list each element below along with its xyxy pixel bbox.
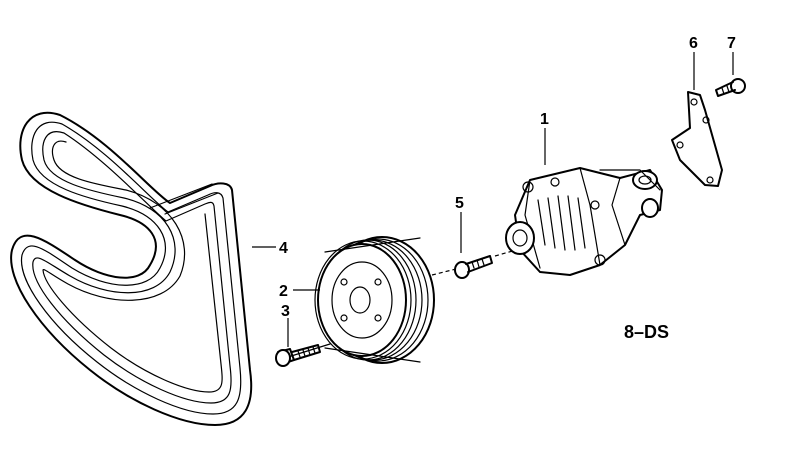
pump-bolt — [431, 249, 517, 279]
callout-5: 5 — [455, 195, 464, 212]
steering-pump — [505, 167, 663, 276]
callout-7: 7 — [727, 35, 736, 52]
callout-3: 3 — [281, 303, 290, 320]
bracket-bolt — [715, 78, 746, 97]
mounting-bracket — [671, 91, 723, 187]
pulley-bolt — [275, 343, 331, 367]
callout-1: 1 — [540, 111, 549, 128]
diagram-code: 8–DS — [624, 322, 669, 342]
pulley — [314, 236, 435, 364]
leader-lines — [252, 52, 734, 347]
callout-4: 4 — [279, 240, 288, 257]
drive-belt — [10, 111, 253, 426]
callout-2: 2 — [279, 283, 288, 300]
callout-6: 6 — [689, 35, 698, 52]
